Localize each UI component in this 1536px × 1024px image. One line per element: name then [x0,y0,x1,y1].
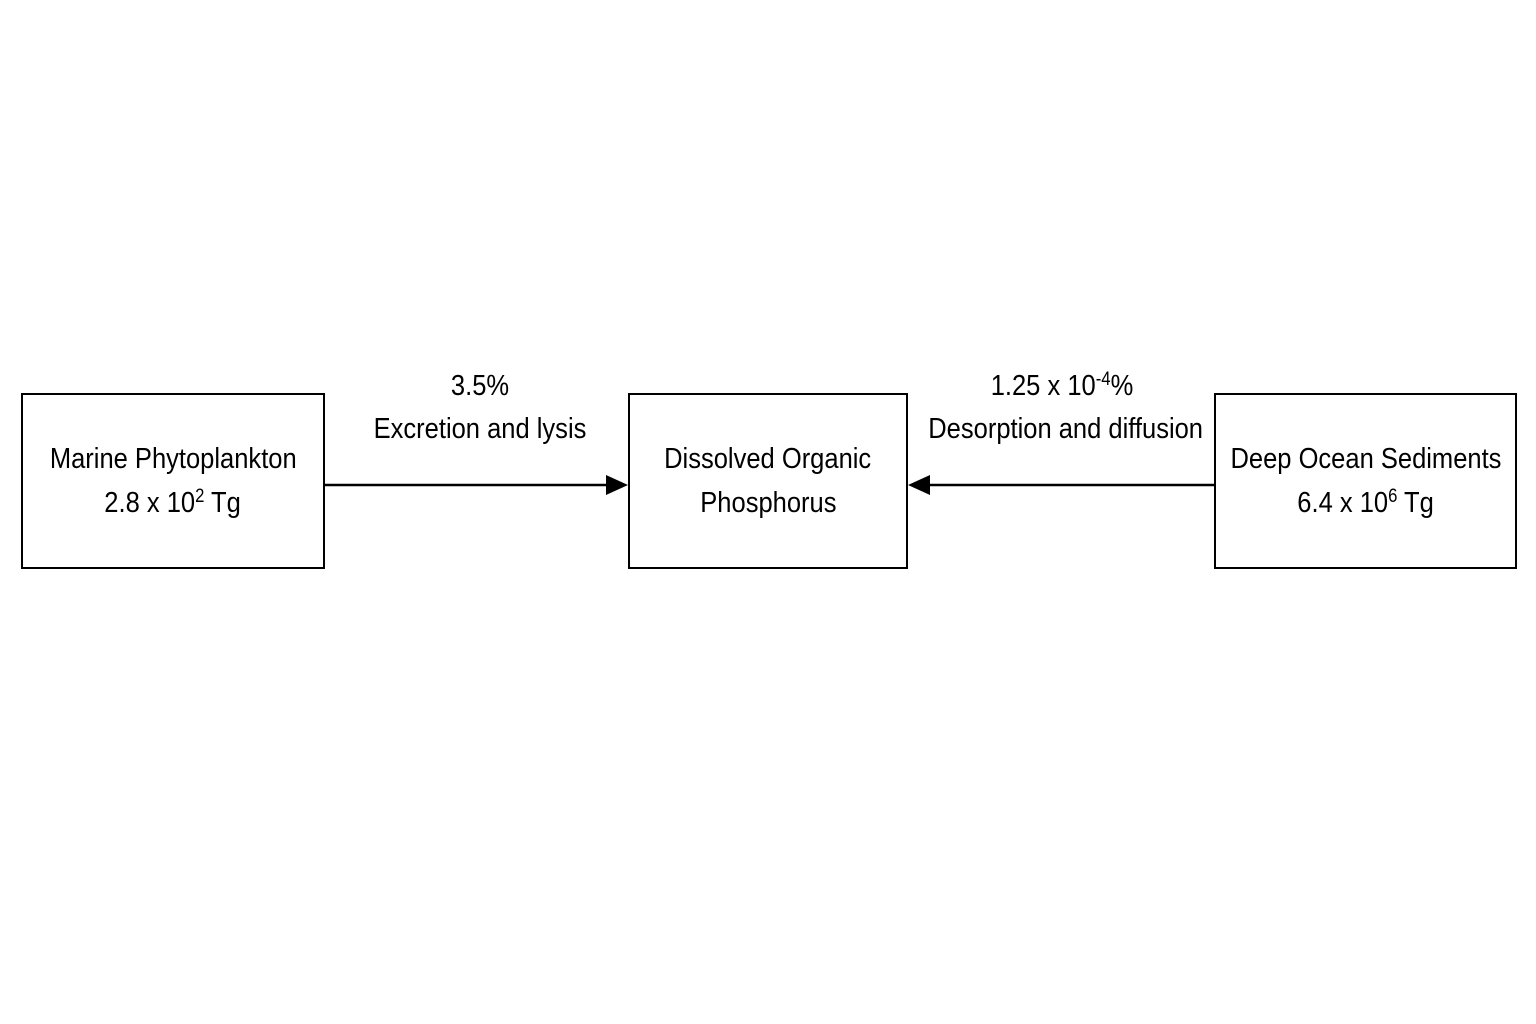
node-sediments-amount: 6.4 x 106 Tg [1297,486,1434,519]
arrow-phytoplankton-to-dop [325,475,628,495]
flow-label-excretion: 3.5% Excretion and lysis [330,365,630,451]
node-marine-phytoplankton: Marine Phytoplankton 2.8 x 102 Tg [21,393,325,569]
node-phytoplankton-amount: 2.8 x 102 Tg [104,486,242,519]
node-dop-name-line2: Phosphorus [699,487,837,519]
node-deep-ocean-sediments: Deep Ocean Sediments 6.4 x 106 Tg [1214,393,1517,569]
arrow-sediments-to-dop [908,475,1214,495]
node-phytoplankton-name: Marine Phytoplankton [49,443,297,475]
flow-excretion-rate: 3.5% [450,370,510,402]
arrowhead-left [606,475,628,495]
node-dissolved-organic-phosphorus: Dissolved Organic Phosphorus [628,393,908,569]
flow-desorption-process: Desorption and diffusion [928,413,1204,445]
flow-label-desorption: 1.25 x 10-4% Desorption and diffusion [910,365,1214,451]
arrowhead-right [908,475,930,495]
flow-excretion-process: Excretion and lysis [373,413,587,445]
node-sediments-name: Deep Ocean Sediments [1230,443,1501,475]
flow-desorption-rate: 1.25 x 10-4% [990,369,1134,402]
node-dop-name-line1: Dissolved Organic [664,443,872,475]
